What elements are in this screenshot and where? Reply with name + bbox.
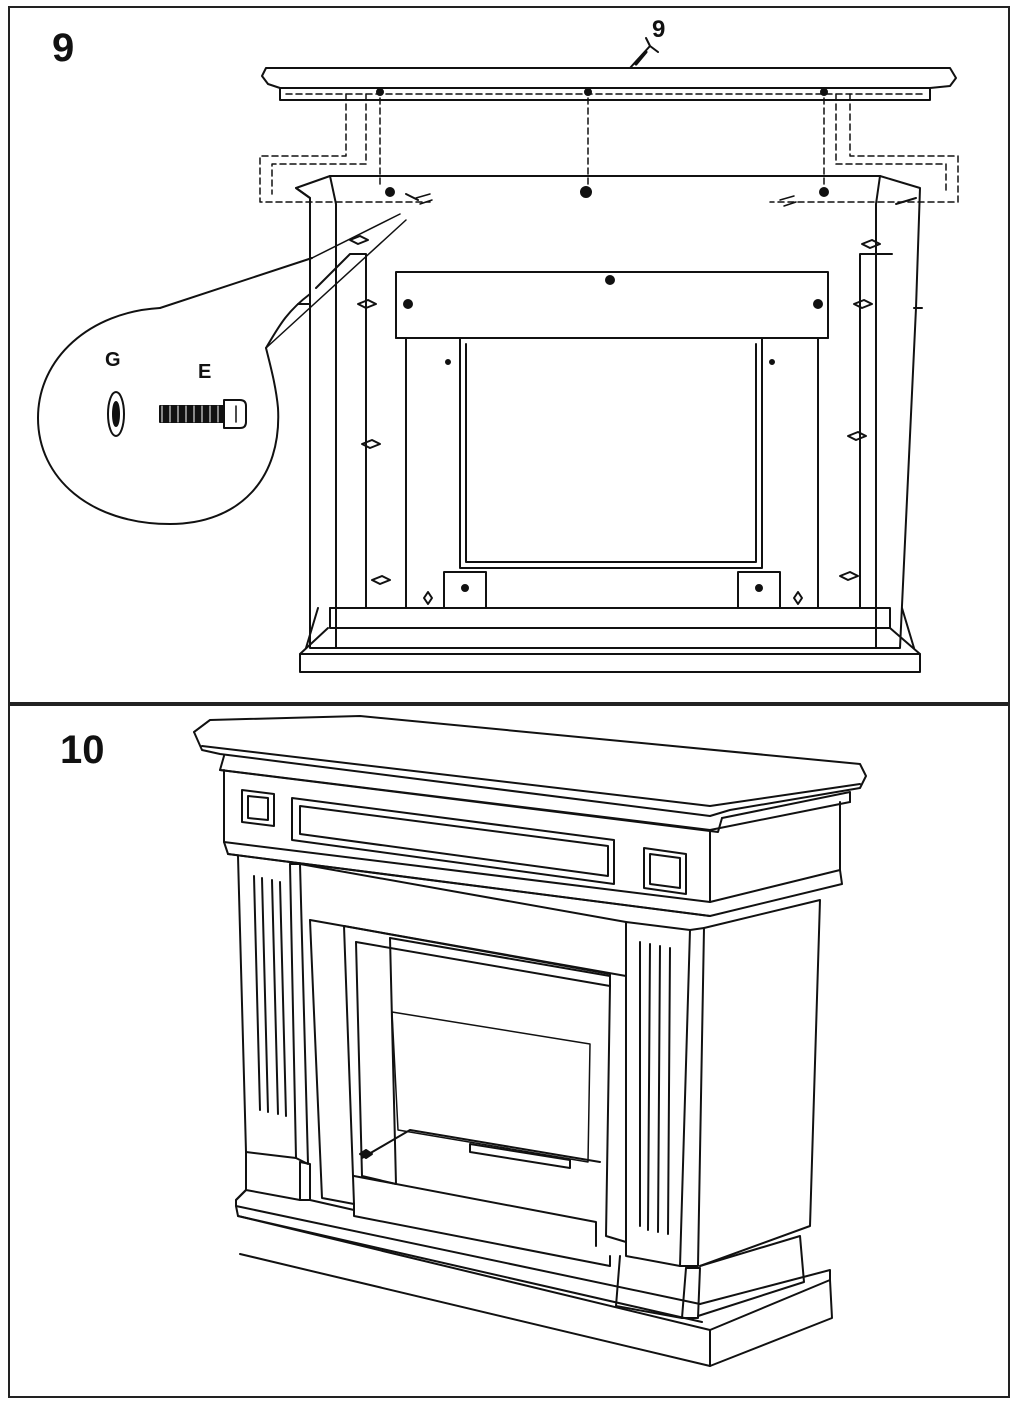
step-9-panel: 9 9 G E [8, 6, 1010, 704]
step-9-drawing [37, 37, 959, 673]
firebox-opening [299, 863, 627, 1267]
step-10-panel: 10 [8, 704, 1010, 1398]
washer-icon [107, 391, 125, 437]
left-pilaster [237, 855, 311, 1201]
dashed-guides [259, 93, 959, 203]
fireplace-frame [295, 175, 923, 673]
detail-callout [37, 213, 407, 525]
part-label-e: E [198, 361, 212, 383]
callout-arrow [629, 37, 659, 69]
frieze-panel [223, 769, 843, 917]
step-number: 9 [52, 26, 75, 70]
step-number: 10 [60, 728, 105, 772]
mantel-shelf [261, 67, 957, 101]
part-label-g: G [105, 349, 121, 371]
base-plinth [235, 1189, 833, 1367]
step-10-drawing [193, 715, 867, 1367]
bolt-icon [159, 399, 247, 429]
callout-label: 9 [652, 16, 666, 43]
right-pilaster [615, 899, 821, 1319]
assembled-mantel-top [193, 715, 867, 833]
